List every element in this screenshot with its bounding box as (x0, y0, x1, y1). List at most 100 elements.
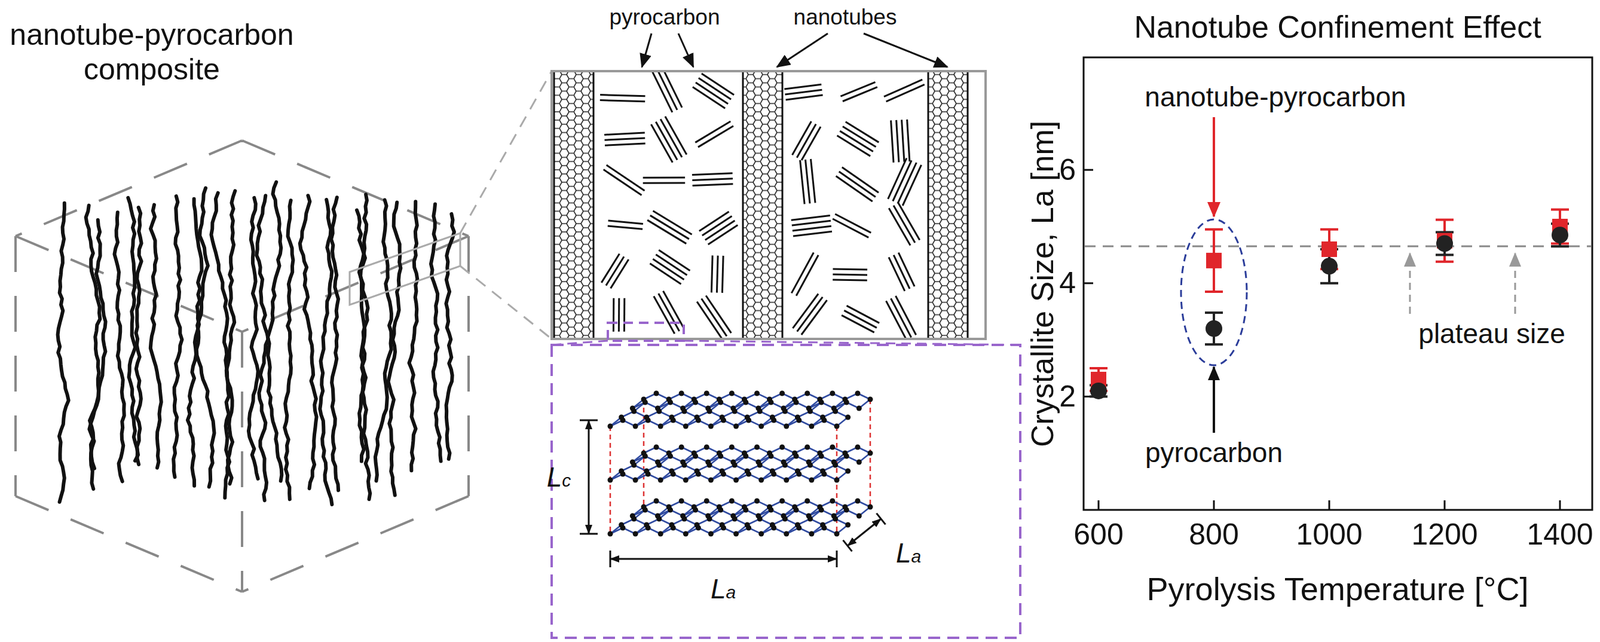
carbon-atom (655, 405, 661, 412)
error-cap (1089, 366, 1108, 370)
carbon-atom (804, 390, 810, 397)
graphene-layer (647, 219, 687, 244)
graphene-layer (612, 298, 615, 332)
graphene-layer (791, 252, 814, 294)
carbon-atom (658, 423, 664, 430)
error-cap (1435, 260, 1454, 263)
data-circle (1090, 382, 1107, 400)
graphene-layer (792, 225, 832, 231)
zoom-marker (607, 322, 684, 341)
graphene-layer (649, 263, 681, 285)
carbon-atom (856, 405, 862, 412)
carbon-atom (680, 459, 686, 465)
carbon-atom (694, 468, 700, 474)
graphene-layer (692, 178, 733, 181)
carbon-atom (678, 498, 685, 504)
error-cap (1550, 245, 1569, 248)
carbon-atom (729, 498, 735, 504)
x-tick (1213, 500, 1216, 510)
carbon-atom (834, 531, 840, 537)
carbon-atom (632, 423, 639, 430)
carbon-atom (806, 459, 812, 465)
carbon-atom (754, 390, 760, 397)
label-arrow (863, 33, 948, 67)
nanotube-strand (300, 195, 317, 489)
nanotube-strand (173, 196, 182, 477)
carbon-atom (691, 396, 697, 403)
carbon-atom (708, 423, 714, 430)
carbon-atom (708, 477, 714, 483)
carbon-atom (704, 498, 710, 504)
graphene-layer (891, 120, 894, 162)
carbon-atom (779, 444, 785, 451)
carbon-atom (705, 459, 711, 465)
carbon-atom (831, 513, 837, 519)
graphene-layer (800, 160, 806, 204)
carbon-atom (845, 414, 851, 421)
nanotube-band (554, 72, 594, 338)
carbon-atom (618, 468, 624, 474)
carbon-atom (867, 396, 874, 403)
x-tick-label: 1000 (1295, 517, 1363, 553)
carbon-atom (655, 513, 661, 519)
y-tick-label: 2 (1059, 379, 1076, 415)
x-tick-label: 600 (1073, 517, 1124, 553)
carbon-atom (854, 390, 861, 397)
y-axis-label: Crystallite Size, La [nm] (1025, 120, 1061, 448)
error-cap (1204, 311, 1223, 314)
carbon-atom (842, 504, 848, 510)
carbon-atom (820, 468, 826, 474)
carbon-atom (618, 414, 624, 421)
carbon-atom (729, 444, 735, 451)
dimension-line (847, 518, 881, 546)
carbon-atom (842, 396, 848, 403)
graphene-layer (618, 298, 620, 332)
carbon-atom (744, 468, 751, 474)
graphene-layer (888, 257, 905, 292)
carbon-atom (680, 513, 686, 519)
x-tick (1328, 500, 1331, 510)
graphene-layer (603, 169, 642, 196)
graphene-layer (791, 215, 831, 220)
carbon-atom (632, 477, 639, 483)
carbon-atom (779, 498, 785, 504)
graphene-layer (606, 164, 645, 191)
annotation-arrow (1409, 253, 1412, 314)
carbon-atom (808, 477, 815, 483)
carbon-atom (781, 405, 787, 412)
nanotube-strand (284, 200, 293, 500)
nanotube-strand (136, 207, 142, 465)
error-cap (1204, 343, 1223, 346)
carbon-atom (854, 444, 861, 451)
nanotube-strand (226, 190, 236, 484)
carbon-atom (829, 444, 835, 451)
graphene-layer (650, 124, 673, 163)
label-arrow (641, 33, 652, 67)
dimension-line (610, 558, 837, 561)
carbon-atom (867, 450, 874, 457)
carbon-atom (655, 459, 661, 465)
carbon-atom (794, 522, 801, 528)
graphene-layer (839, 171, 876, 198)
dimension-label: La (895, 537, 922, 569)
graphene-layer (886, 300, 907, 340)
graphene-layer (792, 294, 819, 329)
graphene-layer (705, 295, 731, 334)
graphene-layer (601, 254, 620, 283)
graphene-layer (711, 255, 713, 293)
graphene-layer (901, 119, 905, 162)
zoom-box (551, 344, 1021, 638)
graphene-layer (796, 255, 819, 296)
carbon-atom (834, 423, 840, 430)
carbon-atom (629, 405, 636, 412)
y-tick-label: 4 (1059, 265, 1076, 301)
carbon-atom (834, 477, 840, 483)
error-cap (1320, 282, 1339, 285)
dimension-caps (610, 550, 837, 568)
carbon-atom (769, 522, 776, 528)
part-label: nanotubes (793, 4, 898, 31)
carbon-atom (658, 531, 664, 537)
graphene-layer (792, 121, 812, 155)
graphene-layer (833, 268, 868, 270)
data-points (1089, 209, 1569, 400)
